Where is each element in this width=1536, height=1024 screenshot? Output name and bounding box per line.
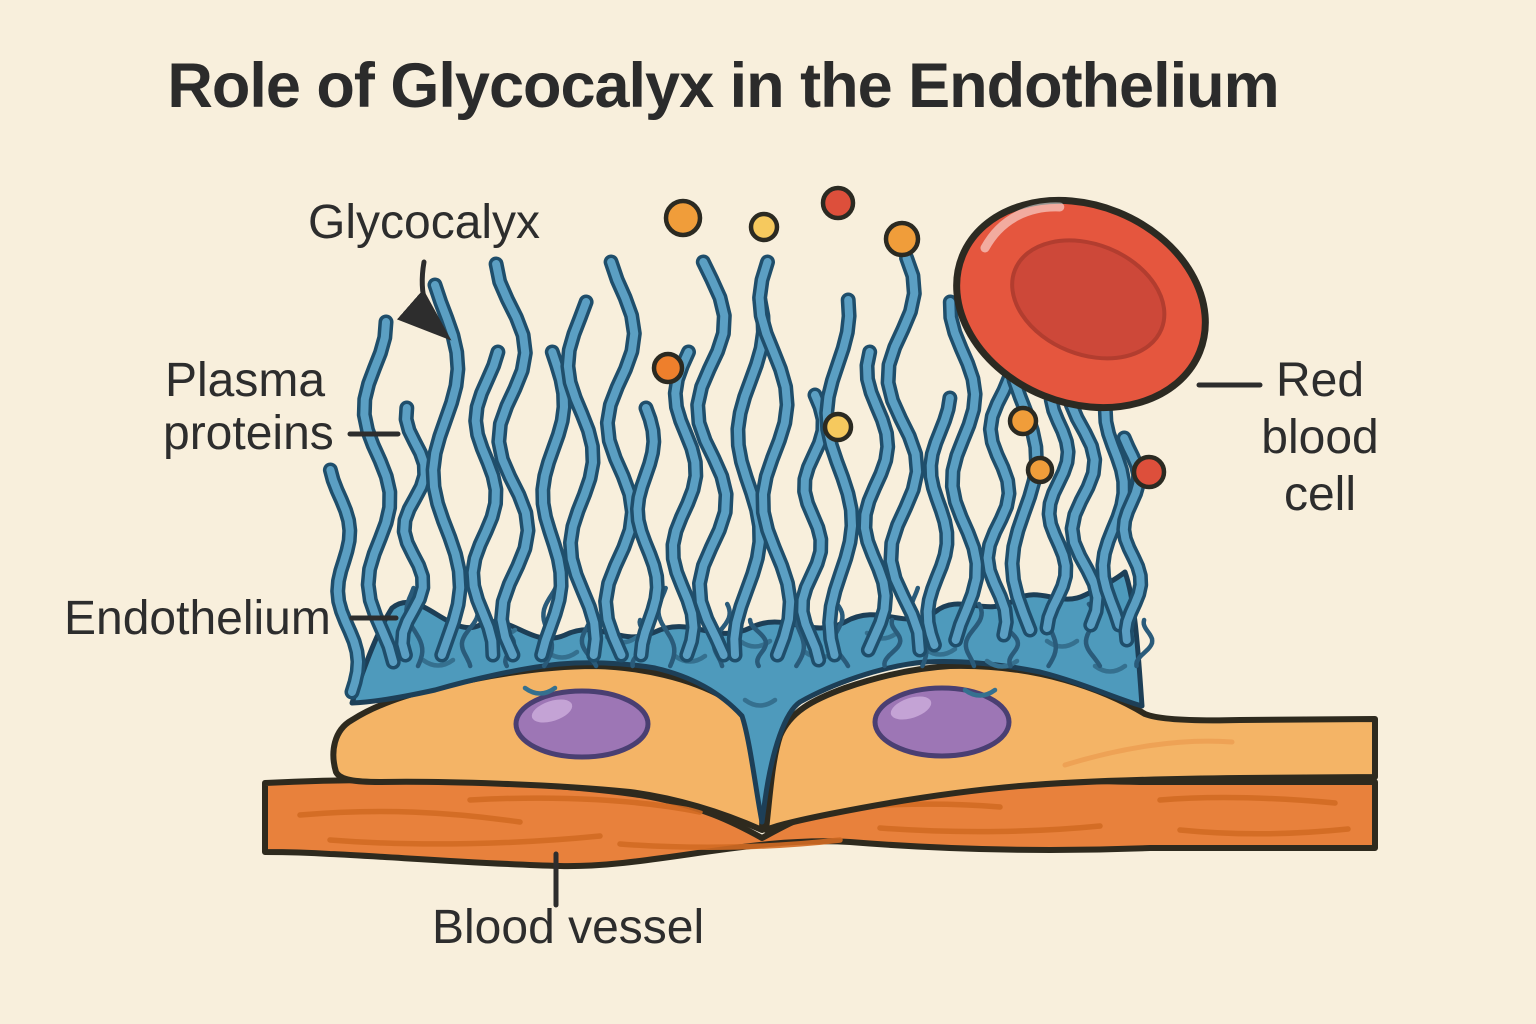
plasma-protein-dot	[651, 351, 685, 385]
cell-nucleus-left	[513, 688, 651, 760]
glycocalyx-strand-core	[398, 404, 429, 659]
cell-nucleus-right	[872, 685, 1012, 759]
endothelium-mark	[962, 687, 998, 698]
fringe-filament	[882, 617, 903, 669]
endothelium-mark	[522, 685, 558, 696]
label-red-blood-cell-line2: blood	[1261, 411, 1378, 464]
label-endothelium: Endothelium	[64, 592, 331, 645]
endothelium-mark	[984, 658, 1020, 669]
label-plasma-proteins-line2: proteins	[163, 407, 334, 460]
glycocalyx-strand-core	[537, 348, 568, 659]
glycocalyx-strand-core	[669, 348, 700, 659]
glycocalyx-strand-core	[633, 404, 662, 659]
plasma-protein-dot	[1007, 405, 1039, 437]
glycocalyx-strand-core	[822, 296, 856, 659]
glycocalyx-strand-core	[360, 318, 398, 666]
cell-texture-streak	[1062, 738, 1235, 768]
glycocalyx-strand-core	[730, 296, 768, 659]
glycocalyx-strand-core	[563, 298, 600, 659]
glycocalyx-strand-core	[601, 258, 639, 659]
plasma-protein-dot	[748, 211, 780, 243]
label-red-blood-cell-line1: Red	[1276, 354, 1364, 407]
glycocalyx-strand-core	[429, 281, 465, 659]
endothelium-mark	[1044, 638, 1080, 649]
fringe-filament	[1134, 617, 1155, 669]
glycocalyx-strand-core	[492, 260, 532, 659]
glycocalyx-strand-core	[946, 298, 981, 644]
plasma-protein-dot	[1131, 454, 1167, 490]
glycocalyx-arrow	[396, 259, 452, 341]
fringe-filament	[963, 601, 984, 669]
fringe-filament	[747, 617, 769, 669]
endothelium-mark	[1092, 663, 1128, 674]
plasma-protein-dot	[822, 411, 854, 443]
label-plasma-proteins-line1: Plasma	[165, 354, 325, 407]
plasma-protein-molecules	[651, 185, 1167, 490]
red-blood-cell	[953, 196, 1209, 412]
glycocalyx-strand-core	[798, 391, 828, 664]
label-blood-vessel: Blood vessel	[432, 901, 704, 954]
plasma-protein-dot	[883, 220, 921, 258]
glycocalyx-strand-core	[326, 466, 362, 696]
plasma-protein-dot	[820, 185, 856, 221]
endothelium-mark	[742, 697, 778, 708]
label-red-blood-cell-line3: cell	[1284, 468, 1356, 521]
plasma-protein-dot	[1025, 455, 1055, 485]
glycocalyx-strand-core	[983, 348, 1016, 639]
endothelium-mark	[420, 657, 456, 668]
label-glycocalyx: Glycocalyx	[308, 196, 540, 249]
vessel-texture-streaks	[297, 794, 1351, 850]
glycocalyx-strand-core	[923, 394, 954, 649]
glycocalyx-strand-core	[1043, 396, 1073, 632]
glycocalyx-strand-core	[693, 258, 731, 659]
diagram-title: Role of Glycocalyx in the Endothelium	[167, 51, 1278, 121]
plasma-protein-dot	[663, 198, 703, 238]
glycocalyx-strand-core	[468, 348, 502, 659]
glycocalyx-strand-core	[884, 254, 924, 654]
glycocalyx-strand-core	[860, 348, 892, 654]
glycocalyx-strands	[322, 250, 1149, 700]
glycocalyx-strand-core	[755, 258, 795, 659]
